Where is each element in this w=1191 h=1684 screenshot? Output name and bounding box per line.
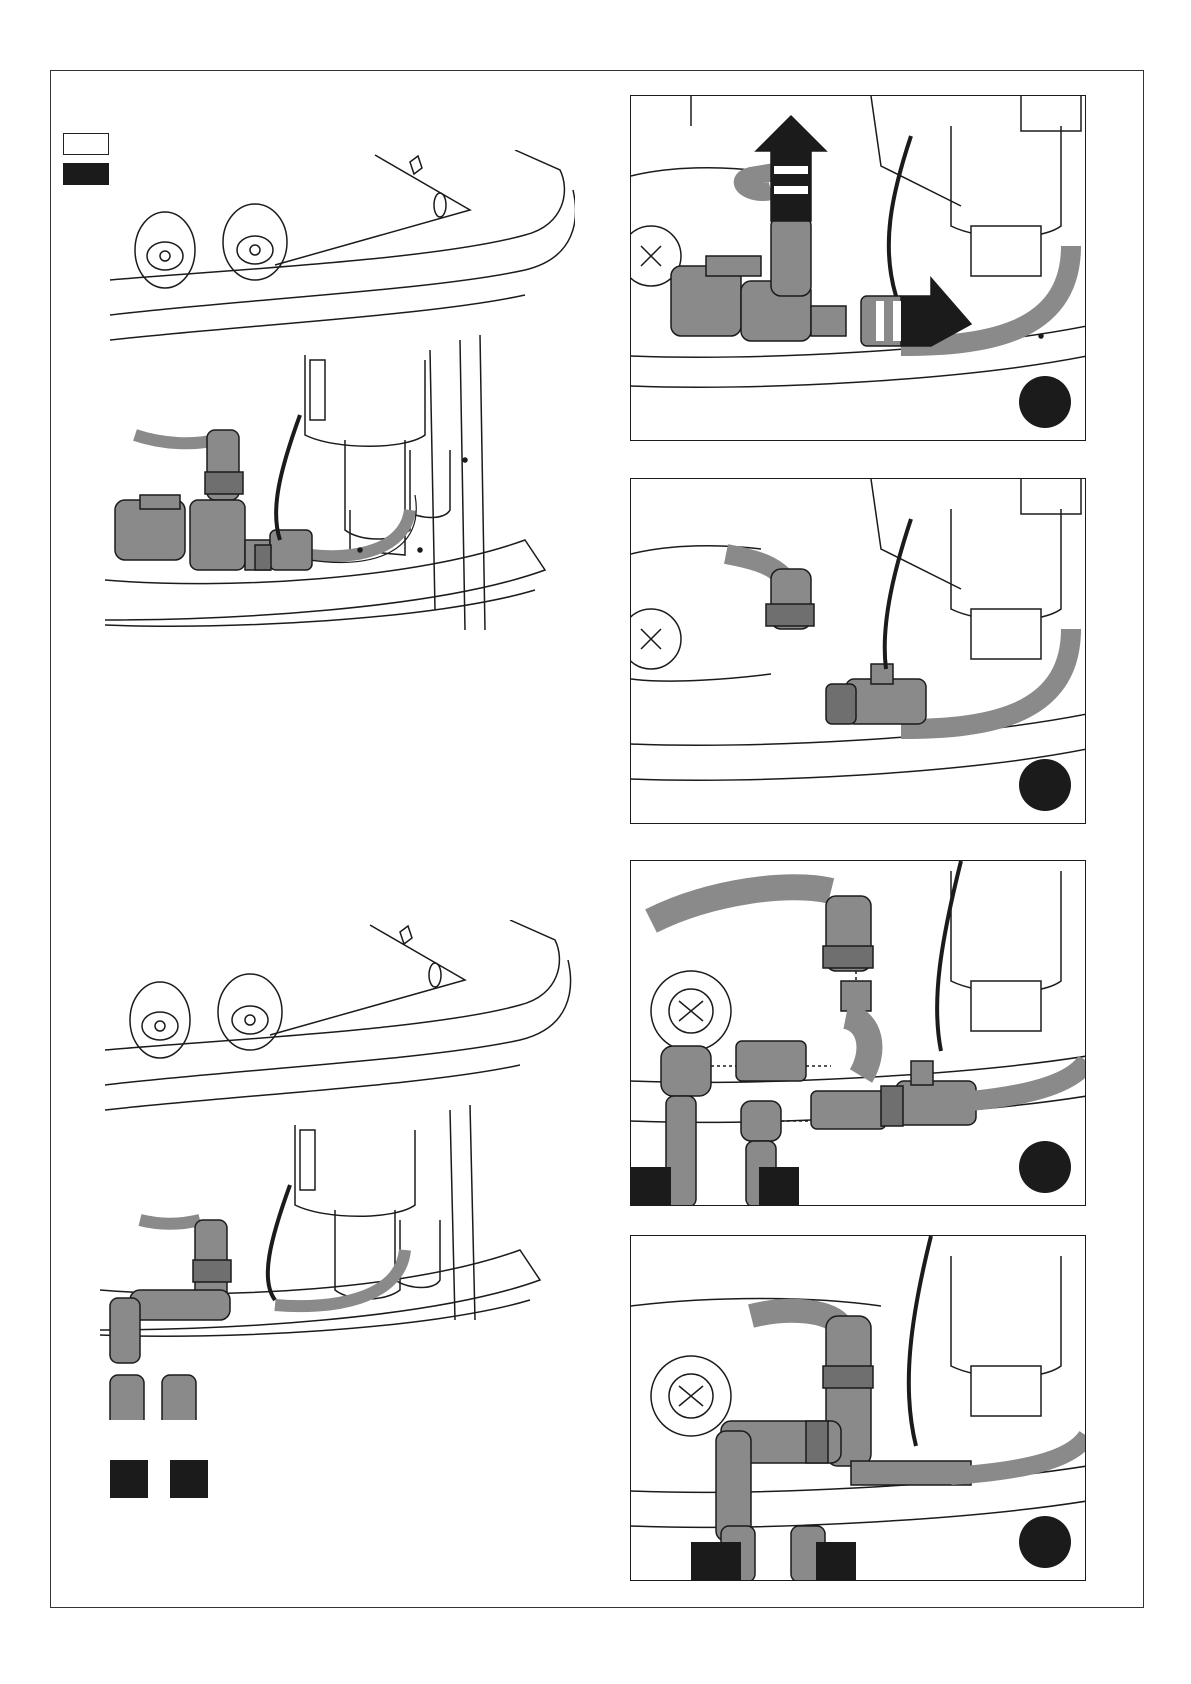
step-4-tag-left bbox=[691, 1542, 741, 1581]
step-3-panel bbox=[630, 860, 1086, 1206]
overview-bottom-illustration bbox=[100, 920, 575, 1420]
overview-top-illustration bbox=[105, 150, 575, 670]
step-3-badge bbox=[1019, 1141, 1071, 1193]
step-4-tag-right bbox=[816, 1542, 856, 1581]
legend-white-tag bbox=[63, 133, 109, 155]
legend-black-tag bbox=[63, 163, 109, 185]
bottom-tag-right bbox=[170, 1460, 208, 1498]
step-3-tag-right bbox=[759, 1167, 799, 1206]
step-2-badge bbox=[1019, 759, 1071, 811]
step-4-badge bbox=[1019, 1516, 1071, 1568]
bottom-tag-left bbox=[110, 1460, 148, 1498]
step-1-panel bbox=[630, 95, 1086, 441]
step-2-panel bbox=[630, 478, 1086, 824]
step-3-tag-left bbox=[631, 1167, 671, 1206]
step-4-panel bbox=[630, 1235, 1086, 1581]
step-1-badge bbox=[1019, 376, 1071, 428]
